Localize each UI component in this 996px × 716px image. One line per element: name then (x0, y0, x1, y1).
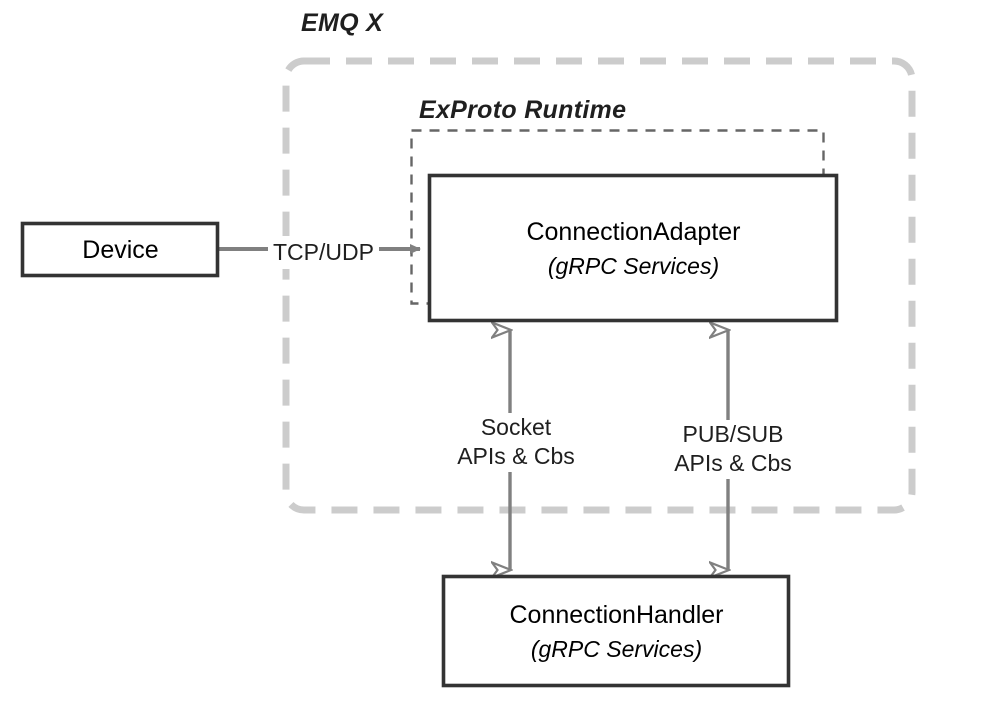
zone-label-emqx: EMQ X (301, 9, 384, 37)
edge-label-socket-apis-line1: Socket (480, 414, 552, 440)
zone-label-exproto-runtime: ExProto Runtime (419, 96, 627, 124)
edge-label-tcp-udp: TCP/UDP (268, 236, 379, 270)
node-device-border[interactable] (20, 221, 220, 278)
node-connection-handler-border[interactable] (441, 574, 791, 688)
zone-emqx-border (282, 57, 916, 514)
edge-label-socket-apis: Socket APIs & Cbs (446, 413, 586, 472)
edge-label-pubsub-apis-line1: PUB/SUB (682, 421, 784, 447)
edge-label-pubsub-apis-line2: APIs & Cbs (674, 450, 792, 477)
node-connection-adapter-border[interactable] (427, 173, 839, 323)
edge-label-pubsub-apis: PUB/SUB APIs & Cbs (663, 420, 803, 479)
zone-exproto-border (410, 129, 825, 305)
edge-label-socket-apis-line2: APIs & Cbs (457, 443, 575, 470)
